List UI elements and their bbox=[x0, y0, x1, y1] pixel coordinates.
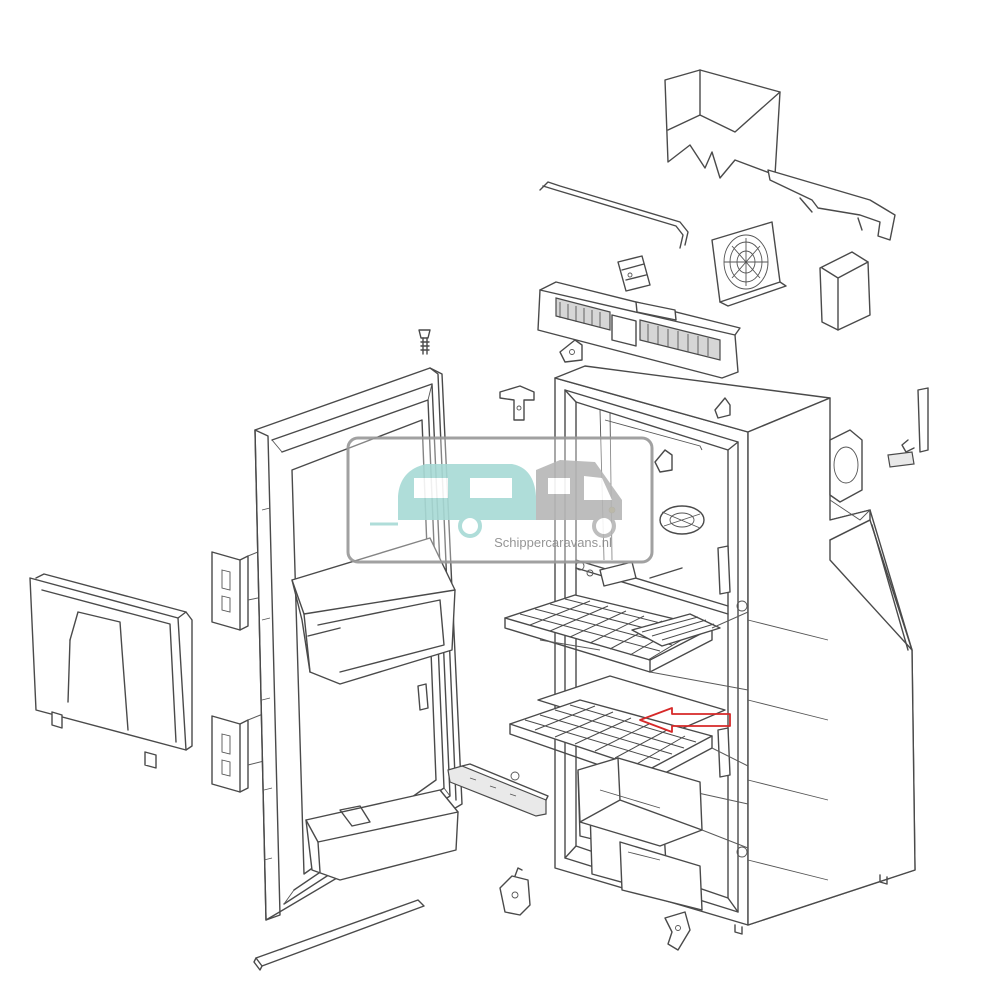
hinge-bracket-top-part bbox=[559, 339, 583, 363]
door-bottom-strip-part bbox=[253, 899, 425, 971]
control-module-part bbox=[617, 255, 651, 292]
wire-shelf-lower-part bbox=[509, 699, 749, 805]
latch-bracket-lower-part bbox=[499, 867, 531, 916]
crisper-drawer-part bbox=[577, 757, 749, 849]
door-hinge-lower-part bbox=[211, 711, 269, 793]
watermark-logo: Schippercaravans.nl bbox=[346, 436, 654, 564]
bottom-hinge-bracket-part bbox=[664, 911, 691, 951]
sensor-rod-part bbox=[887, 387, 929, 468]
arrow-left-icon bbox=[639, 707, 731, 733]
door-screw-part bbox=[418, 329, 431, 355]
door-hinge-upper-part bbox=[211, 547, 269, 631]
top-cover-part bbox=[664, 69, 896, 241]
wire-shelf-upper-part bbox=[504, 594, 749, 691]
freezer-door-panel-part bbox=[29, 573, 193, 769]
cooling-fan-part bbox=[711, 221, 787, 307]
camper-icon bbox=[536, 460, 622, 538]
caravan-icon bbox=[370, 464, 536, 538]
latch-bracket-upper-part bbox=[499, 385, 535, 421]
bottom-trim-part bbox=[447, 763, 549, 817]
small-clip-part bbox=[575, 561, 683, 587]
top-louvre-panel-part bbox=[537, 281, 741, 379]
watermark-text: Schippercaravans.nl bbox=[494, 535, 612, 550]
electronics-box-part bbox=[819, 251, 871, 331]
sensor-cable-part bbox=[539, 181, 689, 249]
